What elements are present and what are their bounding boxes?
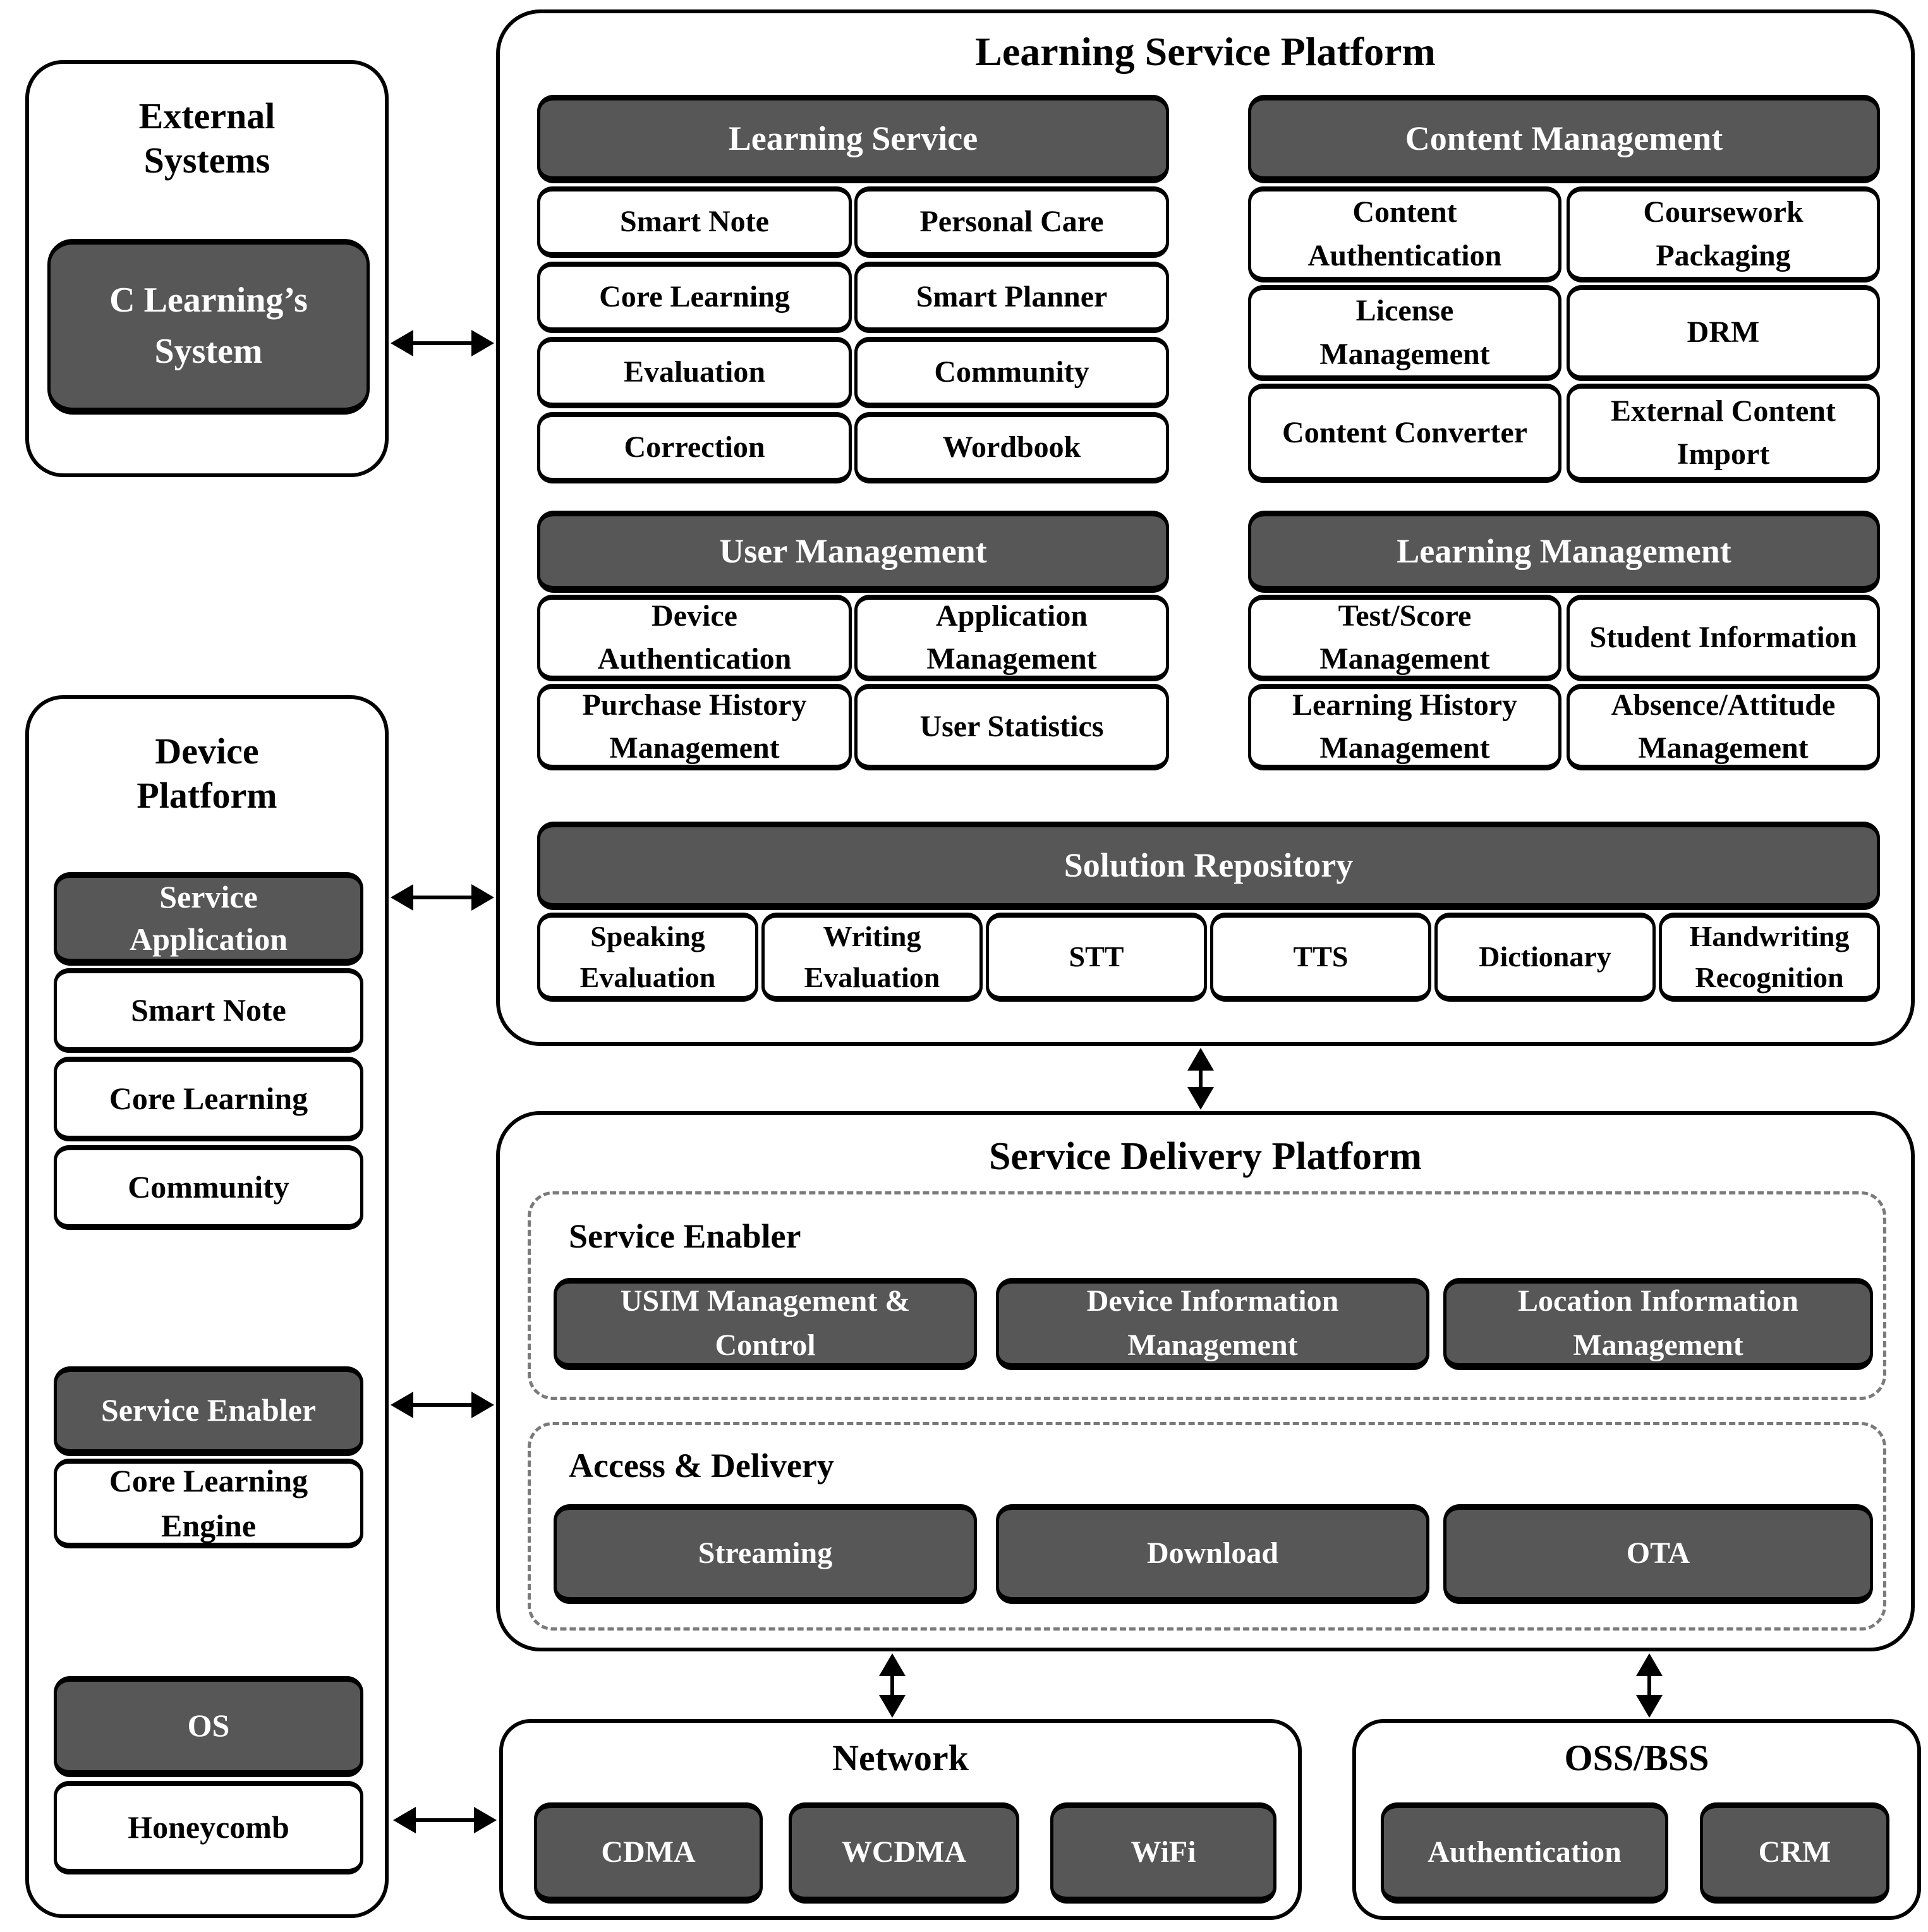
- sdp-service-enabler-group: [528, 1191, 1886, 1400]
- sdp-device-information-management: Device Information Management: [996, 1278, 1429, 1370]
- cm-license-management: License Management: [1248, 285, 1561, 381]
- sr-handwriting-recognition: Handwriting Recognition: [1659, 913, 1880, 1002]
- lm-student-information: Student Information: [1567, 595, 1880, 681]
- arrow-sdp-network: [873, 1653, 911, 1718]
- sr-writing-evaluation: Writing Evaluation: [761, 913, 983, 1002]
- device-core-learning-box: Core Learning: [54, 1057, 363, 1141]
- network-wcdma: WCDMA: [789, 1802, 1019, 1904]
- network-cdma: CDMA: [534, 1802, 763, 1904]
- device-core-learning-engine-box: Core Learning Engine: [54, 1459, 363, 1548]
- device-smart-note-box: Smart Note: [54, 968, 363, 1053]
- device-honeycomb-box: Honeycomb: [54, 1781, 363, 1874]
- content-management-header: Content Management: [1248, 95, 1880, 183]
- sdp-download: Download: [996, 1504, 1429, 1604]
- arrow-device-platform-sdp: [391, 1386, 494, 1424]
- sr-tts: TTS: [1210, 913, 1431, 1002]
- sr-stt: STT: [986, 913, 1207, 1002]
- arrow-device-platform-network: [393, 1801, 497, 1839]
- sdp-access-delivery-label: Access & Delivery: [569, 1447, 834, 1485]
- um-application-management: Application Management: [854, 595, 1169, 681]
- device-service-application-header: Service Application: [54, 872, 363, 966]
- cm-external-content-import: External Content Import: [1567, 384, 1880, 483]
- arrow-sdp-ossbss: [1630, 1653, 1668, 1718]
- sr-speaking-evaluation: Speaking Evaluation: [537, 913, 758, 1002]
- device-community-box: Community: [54, 1145, 363, 1230]
- sdp-streaming: Streaming: [554, 1504, 977, 1604]
- network-wifi: WiFi: [1050, 1802, 1276, 1904]
- device-platform-title: Device Platform: [136, 731, 277, 816]
- ls-core-learning: Core Learning: [537, 262, 852, 333]
- sdp-access-delivery-group: [528, 1422, 1886, 1631]
- device-service-enabler-header: Service Enabler: [54, 1366, 363, 1456]
- cm-coursework-packaging: Coursework Packaging: [1567, 186, 1880, 283]
- device-os-header: OS: [54, 1676, 363, 1777]
- sdp-location-information-management: Location Information Management: [1443, 1278, 1873, 1370]
- arrow-device-platform-lsp: [391, 878, 494, 916]
- sdp-usim-management-control: USIM Management & Control: [554, 1278, 977, 1370]
- learning-service-platform-title: Learning Service Platform: [975, 29, 1436, 74]
- c-learnings-system-box: C Learning’s System: [47, 239, 370, 415]
- ls-wordbook: Wordbook: [854, 412, 1169, 483]
- ossbss-crm: CRM: [1700, 1802, 1889, 1904]
- um-device-authentication: Device Authentication: [537, 595, 852, 681]
- external-systems-title: External Systems: [138, 95, 276, 181]
- ls-community: Community: [854, 337, 1169, 408]
- cm-content-converter: Content Converter: [1248, 384, 1561, 483]
- um-purchase-history-management: Purchase History Management: [537, 684, 852, 770]
- user-management-header: User Management: [537, 511, 1169, 593]
- ls-evaluation: Evaluation: [537, 337, 852, 408]
- ls-smart-note: Smart Note: [537, 186, 852, 258]
- lm-absence-attitude-management: Absence/Attitude Management: [1567, 684, 1880, 770]
- oss-bss-title: OSS/BSS: [1564, 1737, 1709, 1778]
- solution-repository-header: Solution Repository: [537, 822, 1880, 910]
- ossbss-authentication: Authentication: [1381, 1802, 1668, 1904]
- cm-content-authentication: Content Authentication: [1248, 186, 1561, 283]
- ls-personal-care: Personal Care: [854, 186, 1169, 258]
- learning-service-header: Learning Service: [537, 95, 1169, 183]
- lm-test-score-management: Test/Score Management: [1248, 595, 1561, 681]
- service-delivery-platform-title: Service Delivery Platform: [988, 1135, 1422, 1178]
- learning-management-header: Learning Management: [1248, 511, 1880, 593]
- arrow-lsp-sdp: [1182, 1048, 1220, 1110]
- cm-drm: DRM: [1567, 285, 1880, 381]
- sdp-service-enabler-label: Service Enabler: [569, 1217, 801, 1255]
- um-user-statistics: User Statistics: [854, 684, 1169, 770]
- lm-learning-history-management: Learning History Management: [1248, 684, 1561, 770]
- ls-correction: Correction: [537, 412, 852, 483]
- ls-smart-planner: Smart Planner: [854, 262, 1169, 333]
- network-title: Network: [832, 1737, 969, 1778]
- sr-dictionary: Dictionary: [1434, 913, 1656, 1002]
- arrow-external-systems-lsp: [391, 324, 494, 362]
- sdp-ota: OTA: [1443, 1504, 1873, 1604]
